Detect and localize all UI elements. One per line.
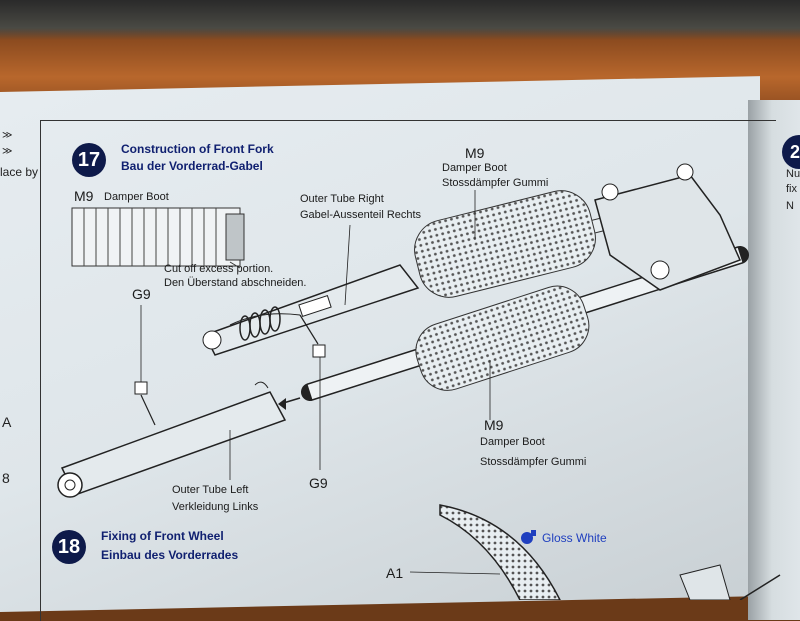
step-17-title-en: Construction of Front Fork (121, 142, 274, 156)
margin-fragment-2: ≫ (2, 146, 13, 157)
outer-tube-left-en: Outer Tube Left (172, 484, 249, 496)
m9-bottom-de: Stossdämpfer Gummi (480, 456, 587, 468)
step-17-title-de: Bau der Vorderrad-Gabel (121, 159, 263, 173)
front-fork-illustration (57, 163, 781, 600)
margin-fragment-1: ≫ (2, 130, 13, 141)
next-page-text-3: N (786, 200, 794, 212)
leader-lines (140, 190, 501, 575)
margin-fragment-5: 8 (2, 470, 10, 486)
next-page-text-2: fix (786, 183, 797, 195)
step-18-title-de: Einbau des Vorderrades (101, 548, 239, 562)
front-fender-fragment (439, 504, 781, 600)
gloss-white-label: Gloss White (542, 531, 607, 545)
paint-bottle-icon (521, 530, 536, 544)
next-step-badge: 2 (782, 135, 800, 169)
cut-off-label-en: Cut off excess portion. (164, 263, 274, 275)
cut-off-label-de: Den Überstand abschneiden. (164, 277, 307, 289)
outer-tube-right-de: Gabel-Aussenteil Rechts (300, 209, 422, 221)
g9-screw-left (134, 381, 156, 426)
triple-clamp (594, 163, 742, 291)
margin-fragment-4: A (2, 414, 12, 430)
next-page-text-1: Nu (786, 168, 800, 180)
g9-screw-right (299, 314, 326, 358)
m9-bottom-en: Damper Boot (480, 436, 545, 448)
step-frame (40, 120, 776, 621)
g9-bottom-label: G9 (309, 475, 328, 491)
damper-boot-sample (71, 207, 245, 269)
step-17-badge: 17 (72, 143, 106, 177)
damper-boot-label: Damper Boot (104, 191, 169, 203)
m9-top-right-de: Stossdämpfer Gummi (442, 177, 549, 189)
damper-boot-code: M9 (74, 188, 94, 204)
m9-top-right-code: M9 (465, 145, 485, 161)
outer-tube-right-en: Outer Tube Right (300, 193, 384, 205)
background-cloth (0, 0, 800, 40)
m9-bottom-code: M9 (484, 417, 504, 433)
step-18-badge: 18 (52, 530, 86, 564)
m9-top-right-en: Damper Boot (442, 162, 507, 174)
step-18-title-en: Fixing of Front Wheel (101, 529, 224, 543)
next-page-edge (748, 100, 800, 620)
a1-label: A1 (386, 565, 404, 581)
outer-tube-left-de: Verkleidung Links (172, 501, 259, 513)
margin-fragment-3: lace by (0, 165, 39, 179)
g9-left-label: G9 (132, 286, 151, 302)
